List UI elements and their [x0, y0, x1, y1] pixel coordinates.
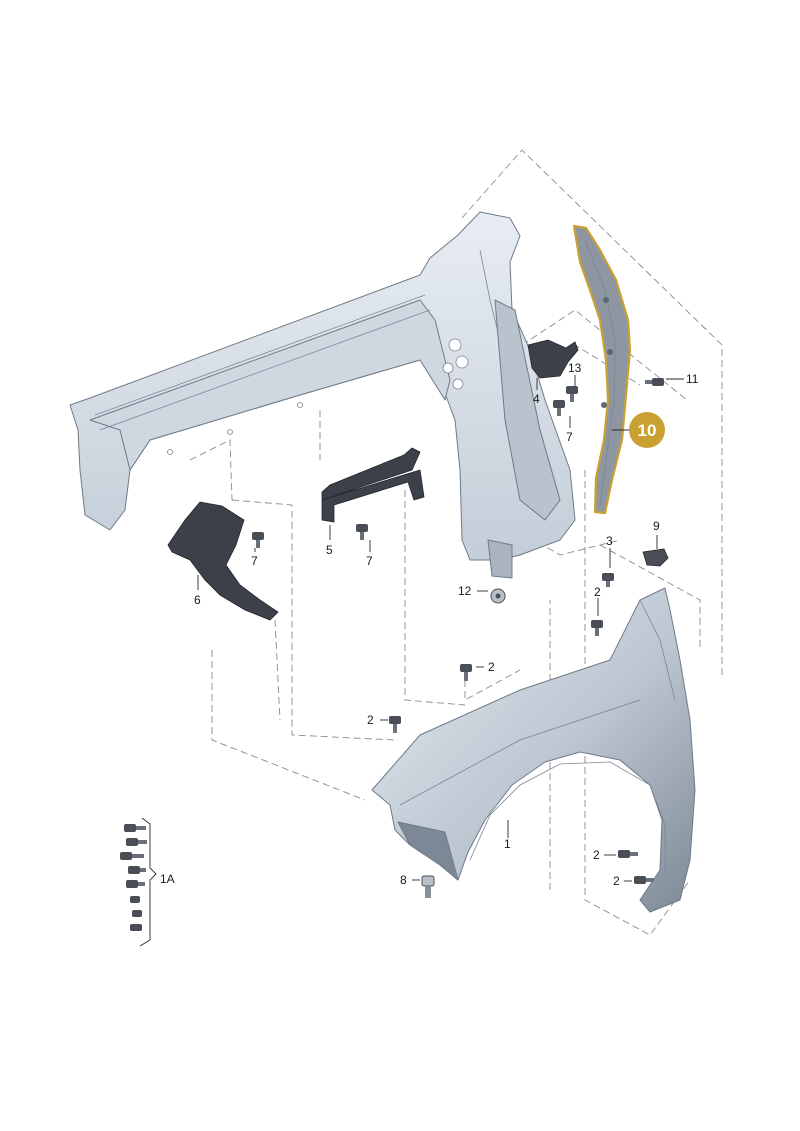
nut-icon — [490, 588, 506, 604]
bolt-icon — [566, 386, 578, 402]
front-fender-part-1 — [371, 587, 696, 913]
label-part-7: 7 — [366, 554, 373, 568]
bolt-icon — [553, 400, 565, 416]
label-part-3: 3 — [606, 534, 613, 548]
label-part-10: 10 — [638, 421, 657, 440]
fastener-set-1A — [120, 817, 157, 947]
bolt-icon — [252, 532, 264, 548]
label-part-13: 13 — [568, 361, 582, 375]
label-part-7: 7 — [251, 554, 258, 568]
clip-part-9 — [642, 548, 669, 567]
screw-icon — [126, 838, 147, 846]
highlight-badge — [629, 412, 665, 448]
label-part-2: 2 — [613, 874, 620, 888]
screw-icon — [124, 824, 146, 832]
label-part-9: 9 — [653, 519, 660, 533]
label-part-4: 4 — [533, 392, 540, 406]
bracket-part-5 — [321, 447, 425, 523]
label-part-1A: 1A — [160, 872, 175, 886]
label-part-8: 8 — [400, 873, 407, 887]
leader-lines — [197, 375, 684, 882]
bolt-icon — [389, 716, 401, 733]
bolt-icon — [618, 850, 638, 858]
label-part-6: 6 — [194, 593, 201, 607]
label-part-12: 12 — [458, 584, 472, 598]
bolt-icon — [460, 664, 472, 681]
label-part-2: 2 — [367, 713, 374, 727]
bracket-part-6 — [167, 501, 279, 621]
bolt-icon — [356, 524, 368, 540]
label-part-2: 2 — [488, 660, 495, 674]
stud-icon — [421, 875, 435, 898]
label-part-5: 5 — [326, 543, 333, 557]
bracket-part-4 — [527, 339, 579, 379]
label-part-11: 11 — [686, 372, 699, 386]
screw-icon — [128, 866, 146, 874]
bolt-icon — [645, 378, 664, 386]
part-labels: 1 1A 2 2 2 2 2 2 3 4 5 6 7 7 7 8 9 10 11… — [160, 361, 699, 888]
clip-icon — [132, 910, 142, 917]
screw-icon — [126, 880, 145, 888]
fasteners — [252, 378, 664, 898]
label-part-7: 7 — [566, 430, 573, 444]
label-part-2: 2 — [594, 585, 601, 599]
bolt-icon — [634, 876, 654, 884]
inner-wing-frame — [69, 211, 576, 579]
clip-icon — [130, 896, 140, 903]
label-part-1: 1 — [504, 837, 511, 851]
bolt-icon — [602, 573, 614, 587]
screw-icon — [120, 852, 144, 860]
label-part-2: 2 — [593, 848, 600, 862]
clip-icon — [130, 924, 142, 931]
reinforcement-part-10 — [572, 224, 632, 515]
bolt-icon — [591, 620, 603, 636]
